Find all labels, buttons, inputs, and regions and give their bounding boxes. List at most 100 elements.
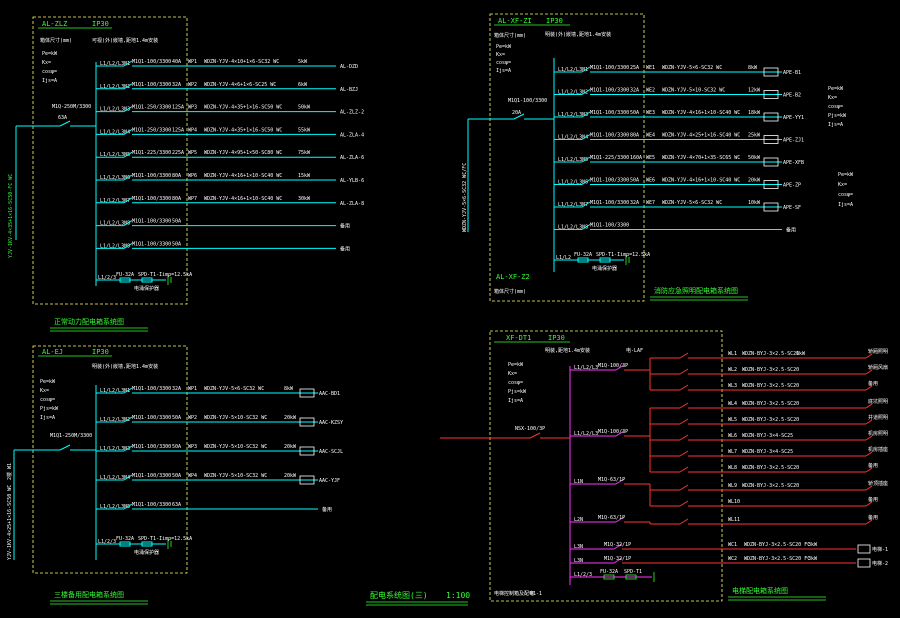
circuit-code: WP5 — [188, 150, 197, 156]
spec-line: Pe=kW — [508, 362, 524, 368]
panel-xf-dt1-caption: 电梯配电箱系统图 — [728, 586, 826, 601]
load-box — [763, 202, 779, 212]
circuit-phase: L1/L2/L3N5 — [558, 157, 588, 163]
incoming-breaker: NSX-100/3P — [515, 426, 545, 432]
branch-code: WL7 — [728, 449, 737, 455]
circuit-phase: L1/L2/L3N8 — [558, 225, 588, 231]
circuit-dest: AL-BZJ — [340, 87, 358, 93]
circuit-breaker: M1Q1-100/3300 — [590, 178, 629, 184]
panel-caption: 正常动力配电箱系统图 — [54, 317, 124, 326]
circuit-load: 20kW — [284, 444, 297, 450]
circuit-rating: 50A — [172, 473, 181, 479]
panel-caption: 消防应急照明配电箱系统图 — [654, 286, 738, 295]
branch-dest: 轿厢照明 — [868, 348, 888, 355]
breaker-symbol — [581, 66, 591, 73]
load-box — [299, 388, 315, 398]
bottom-code: B1-1 — [530, 591, 542, 597]
branch-code: WL6 — [728, 433, 737, 439]
main-breaker-symbol — [59, 120, 71, 127]
panel-subtitle: 明装(外)嵌墙,距地1.4m安装 — [545, 31, 611, 38]
spd-symbol — [625, 574, 637, 580]
group-phase: L1/L2/L3 — [574, 431, 598, 437]
circuit-code: WP6 — [188, 173, 197, 179]
load-box — [763, 135, 779, 144]
main-breaker-symbol — [513, 113, 525, 120]
group-breaker-symbol — [615, 364, 625, 371]
panel-al-ej-caption: 三楼备用配电箱系统图 — [50, 590, 148, 605]
circuit-dest: APE-SF — [783, 205, 801, 211]
circuit-code: WP4 — [188, 473, 197, 479]
circuit-code: WE7 — [646, 200, 655, 206]
circuit-breaker: M1Q1-250/3300 — [132, 127, 171, 133]
spec-line: Pjs=kW — [40, 406, 59, 412]
spec-line: Kx= — [496, 52, 505, 58]
spec-line: Kx= — [508, 371, 517, 377]
circuit-rating: 32A — [172, 386, 181, 392]
circuit-breaker: M1Q1-250/3300 — [132, 105, 171, 111]
circuit-phase: L1/L2/L3N4 — [558, 135, 588, 141]
panel-al-xf-zi-caption: 消防应急照明配电箱系统图 — [650, 286, 748, 301]
branch-breaker-symbol — [679, 402, 689, 409]
circuit-breaker: M1Q1-225/3300 — [590, 155, 629, 161]
circuit-cable: WDZN-YJV-5×6-SC32 WC — [204, 386, 264, 392]
branch-dest: 备用 — [868, 462, 878, 469]
circuit-code: WE1 — [646, 65, 655, 71]
spd-note: 电涌保护器 — [592, 265, 617, 272]
spd-device: SPD-T1-Iimp=12.5kA — [596, 252, 650, 258]
branch-cable: WDZN-BYJ-3×2.5-SC20 — [742, 465, 799, 471]
circuit-cable: WDZN-YJV-4×35+1×16-SC50 WC — [204, 105, 282, 111]
spd-breaker: FU-32A — [600, 569, 618, 575]
bottom-note: 电梯控制箱及配电 — [494, 590, 534, 597]
note-line: Kx= — [828, 95, 837, 101]
circuit-rating: 32A — [630, 200, 639, 206]
circuit-phase: L1/L2/L3N7 — [100, 198, 130, 204]
branch-breaker-symbol — [679, 484, 689, 491]
branch-cable: WDZN-BYJ-3×4-SC25 — [742, 433, 793, 439]
panel-id: AL-XF-ZI — [498, 17, 532, 25]
circuit-code: WP2 — [188, 415, 197, 421]
circuit-code: WP1 — [188, 386, 197, 392]
spd-symbol — [141, 277, 153, 283]
spd-breaker: FU-32A — [574, 252, 592, 258]
branch-end-tick — [865, 501, 873, 507]
circuit-breaker: M1Q1-100/3300 — [132, 386, 171, 392]
circuit-code: WE4 — [646, 133, 655, 139]
branch-breaker-symbol — [679, 368, 689, 375]
group-breaker: M1Q-100/3P — [598, 429, 628, 435]
circuit-rating: 40A — [172, 59, 181, 65]
circuit-phase: L1/L2/L3N6 — [100, 175, 130, 181]
circuit-load: 50kW — [298, 105, 311, 111]
ctrl-breaker-symbol — [613, 557, 623, 564]
right-notes-2: Pe=kW Kx= cosφ= Ijs=A — [838, 172, 854, 208]
branch-breaker-symbol — [679, 466, 689, 473]
branch-dest: 备用 — [868, 380, 878, 387]
panel-al-zlz: AL-ZLZ IP30 可视(外)嵌墙,距地1.4m安装 箱体尺寸(mm) Pe… — [8, 16, 188, 305]
circuit-cable: WDZN-YJV-4×95+1×50-SC80 WC — [204, 150, 282, 156]
circuit-rating: 25A — [630, 65, 639, 71]
breaker-symbol — [581, 89, 591, 95]
circuit-phase: L1/L2/L3N4 — [100, 475, 130, 481]
fuse-symbol — [577, 257, 589, 263]
ctrl-code: WC1 — [728, 542, 737, 548]
group-phase: L1N — [574, 479, 583, 485]
circuit-code: WP4 — [188, 127, 197, 133]
load-box — [763, 90, 779, 99]
panel-extra: 电-LAF — [626, 347, 643, 354]
spd-phase: L1/L2 — [556, 255, 571, 261]
panel-subtitle: 可视(外)嵌墙,距地1.4m安装 — [92, 37, 158, 44]
branch-code: WL10 — [728, 499, 740, 505]
panel-ip: IP30 — [92, 348, 109, 356]
